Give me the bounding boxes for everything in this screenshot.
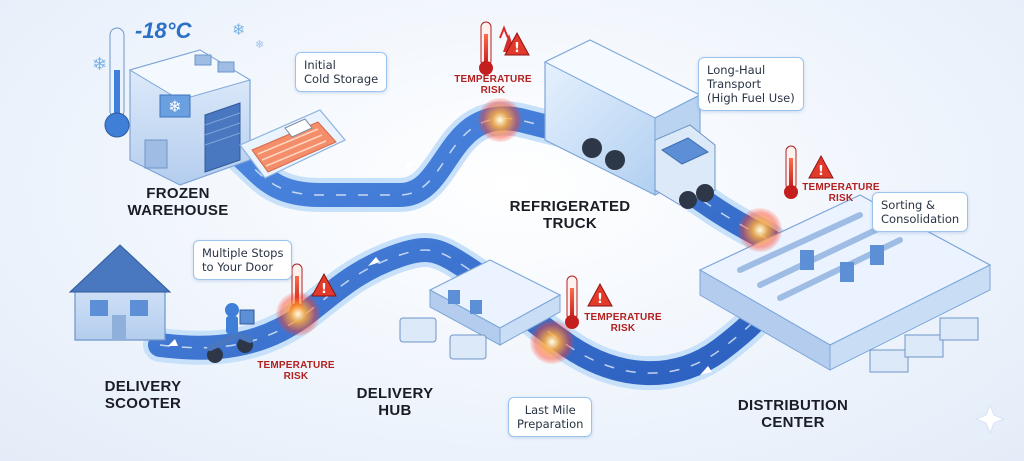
snowflake-icon: ❄ <box>168 97 181 116</box>
svg-text:!: ! <box>321 282 327 297</box>
temperature-risk-label: TEMPERATURE RISK <box>257 360 335 382</box>
distribution-center-building <box>698 194 992 373</box>
stage-title-frozen-warehouse: FROZEN WAREHOUSE <box>127 185 229 219</box>
stage-title-distribution-center: DISTRIBUTION CENTER <box>737 397 849 431</box>
sparkle-icon <box>974 403 1006 435</box>
temperature-reading: -18°C <box>135 18 192 43</box>
callout-sorting-consolidation: Sorting & Consolidation <box>872 192 969 232</box>
direction-arrow <box>368 257 380 266</box>
hot-spot <box>276 292 320 336</box>
temperature-risk-label: TEMPERATURE RISK <box>454 74 532 96</box>
stage-title-refrigerated-truck: REFRIGERATED TRUCK <box>509 198 631 232</box>
snowflake-icon: ❄ <box>232 20 245 39</box>
svg-text:!: ! <box>818 164 824 179</box>
direction-arrow <box>405 161 417 170</box>
callout-initial-cold-storage: Initial Cold Storage <box>295 52 388 92</box>
snowflake-icon: ❄ <box>255 38 264 51</box>
refrigerated-truck <box>543 39 716 209</box>
delivery-scooter <box>207 303 255 363</box>
risk-marker-3: ! <box>565 275 613 329</box>
stage-title-delivery-hub: DELIVERY HUB <box>356 385 434 419</box>
svg-text:!: ! <box>597 292 603 307</box>
warning-icon <box>504 31 530 56</box>
snowflake-icon: ❄ <box>92 54 107 75</box>
warning-icon <box>808 154 834 179</box>
customer-house <box>68 244 172 341</box>
hot-spot <box>738 208 782 252</box>
temperature-risk-label: TEMPERATURE RISK <box>802 182 880 204</box>
temperature-risk-label: TEMPERATURE RISK <box>584 312 662 334</box>
hot-spot <box>478 98 522 142</box>
delivery-hub-building <box>399 259 562 360</box>
hot-spot <box>530 320 574 364</box>
callout-last-mile-preparation: Last Mile Preparation <box>508 397 593 437</box>
svg-text:!: ! <box>514 41 520 56</box>
risk-marker-2: ! <box>784 145 834 199</box>
stage-title-delivery-scooter: DELIVERY SCOOTER <box>104 378 182 412</box>
cold-chain-road <box>143 101 803 391</box>
callout-long-haul-transport: Long-Haul Transport (High Fuel Use) <box>698 57 804 111</box>
warning-icon <box>311 272 337 297</box>
arrow-up-icon <box>499 25 509 39</box>
salmon-package <box>239 109 346 179</box>
callout-multiple-stops: Multiple Stops to Your Door <box>193 240 293 280</box>
direction-arrow <box>168 339 178 346</box>
warning-icon <box>587 282 613 307</box>
frozen-warehouse-building: ❄ ❄ ❄ ❄ <box>92 20 264 186</box>
risk-marker-1: ! <box>479 21 530 75</box>
direction-arrow <box>700 366 712 375</box>
